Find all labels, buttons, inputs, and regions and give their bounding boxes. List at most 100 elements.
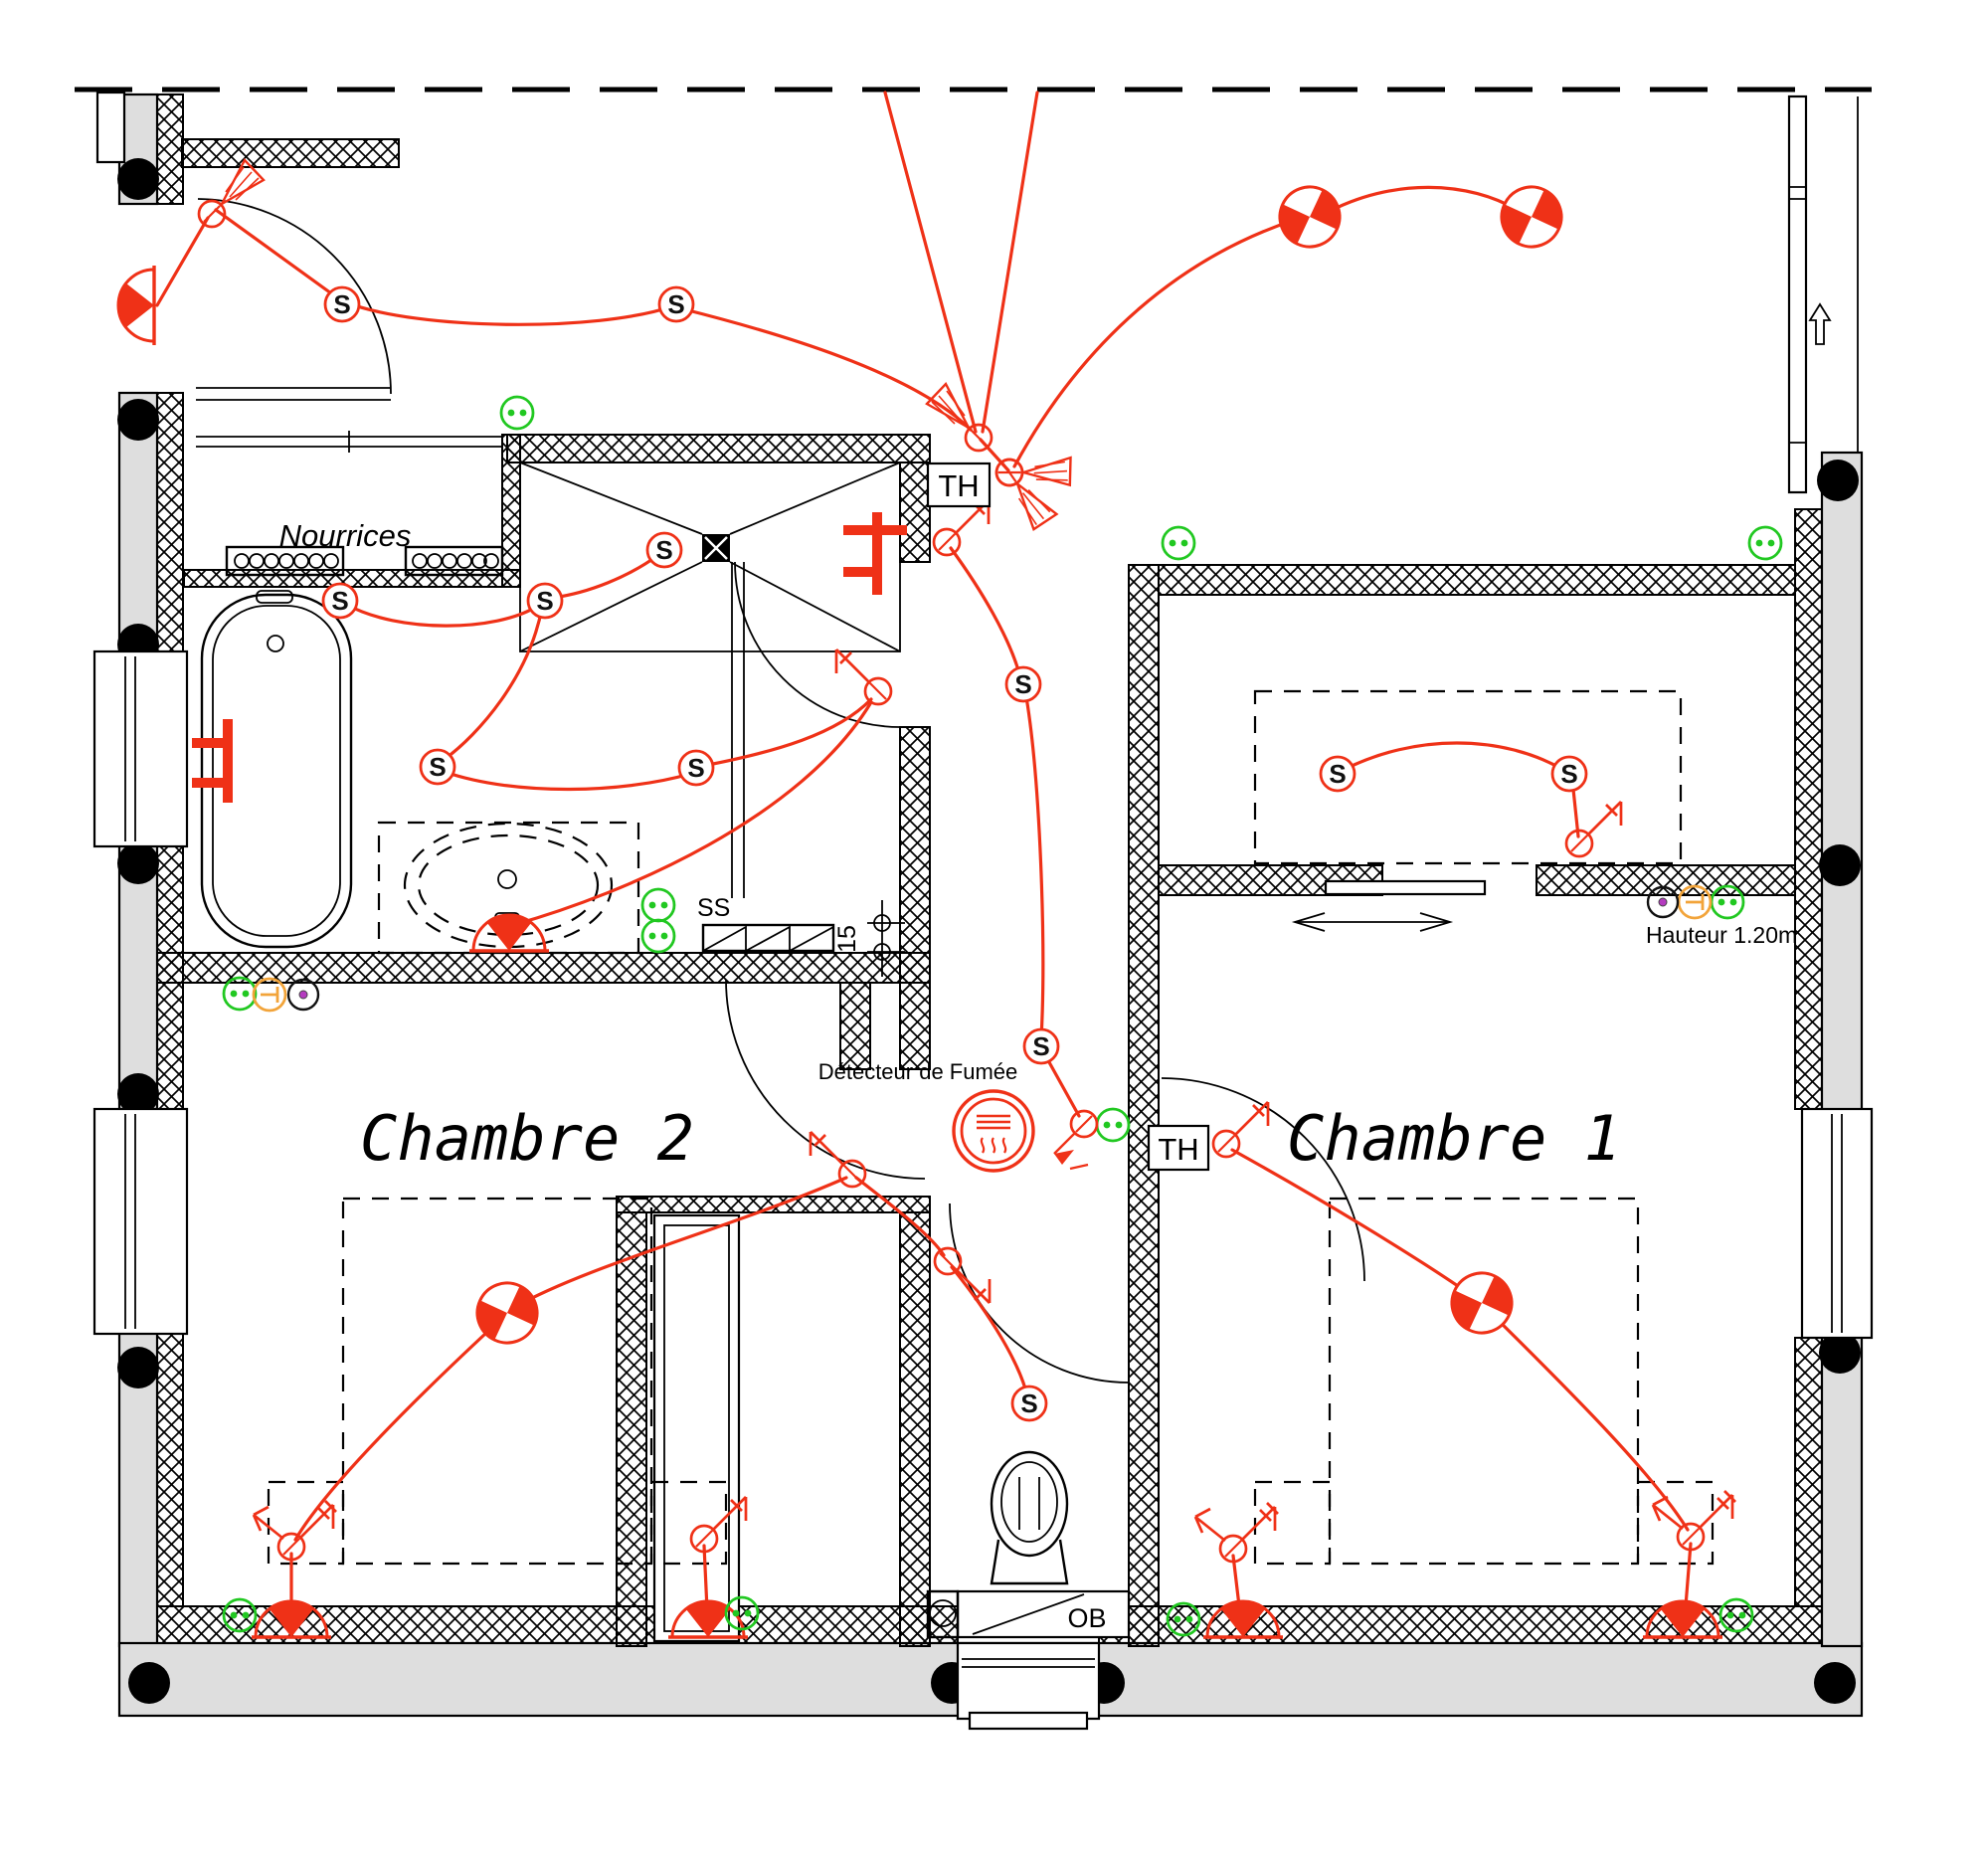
spotlight-symbol: S bbox=[321, 582, 359, 620]
svg-text:S: S bbox=[429, 752, 446, 782]
switch-symbol bbox=[1651, 1490, 1736, 1552]
wire bbox=[155, 216, 210, 307]
wire bbox=[511, 700, 873, 927]
wall-light-symbol bbox=[116, 266, 156, 345]
power-outlet-symbol bbox=[1095, 1107, 1131, 1143]
switch-symbol bbox=[1211, 1101, 1270, 1159]
closet-sliding-door bbox=[1291, 879, 1487, 932]
wire bbox=[981, 91, 1039, 434]
furniture-dashed bbox=[267, 689, 1715, 1566]
switch-symbol bbox=[252, 1500, 337, 1562]
svg-text:S: S bbox=[536, 586, 553, 616]
switch-symbol bbox=[1564, 801, 1623, 858]
wire bbox=[345, 603, 540, 628]
wall-light-symbol bbox=[1203, 1599, 1283, 1639]
tv-outlet-symbol bbox=[1646, 885, 1680, 919]
spotlight-symbol: S bbox=[657, 285, 695, 323]
svg-text:S: S bbox=[1329, 759, 1346, 789]
power-outlet-symbol bbox=[499, 395, 535, 431]
wire bbox=[513, 1176, 848, 1309]
label-ob: OB bbox=[1067, 1603, 1106, 1633]
ceiling-light-symbol bbox=[1500, 185, 1563, 249]
radiator-shower-wall bbox=[843, 512, 907, 595]
label-chambre1: Chambre 1 bbox=[1287, 1102, 1621, 1175]
spotlight-symbol: S bbox=[419, 748, 456, 786]
wire bbox=[678, 306, 973, 432]
label-chambre2: Chambre 2 bbox=[360, 1102, 694, 1175]
wire bbox=[293, 1318, 502, 1542]
switch-symbol bbox=[1053, 1109, 1099, 1171]
wire bbox=[214, 208, 340, 300]
wire bbox=[1023, 689, 1045, 1040]
svg-text:S: S bbox=[1014, 669, 1031, 699]
spotlight-symbol: S bbox=[323, 285, 361, 323]
arrow-up-icon bbox=[1808, 302, 1832, 345]
spotlight-symbol: S bbox=[1022, 1027, 1060, 1065]
svg-text:S: S bbox=[1032, 1031, 1049, 1061]
power-outlet-symbol bbox=[640, 887, 676, 923]
window-chambre2 bbox=[92, 1107, 189, 1336]
switch-symbol bbox=[689, 1496, 748, 1554]
switch-symbol bbox=[994, 458, 1059, 531]
wire bbox=[1323, 185, 1521, 216]
phone-outlet-symbol bbox=[252, 977, 287, 1013]
power-outlet-symbol bbox=[1166, 1601, 1201, 1637]
wire bbox=[1012, 218, 1297, 468]
window-chambre1 bbox=[1800, 1107, 1874, 1340]
power-outlet-symbol bbox=[1161, 525, 1196, 561]
radiator-ss bbox=[701, 900, 905, 977]
switch-symbol bbox=[834, 648, 893, 706]
switch-symbol bbox=[932, 499, 991, 557]
switch-symbol bbox=[1193, 1502, 1279, 1564]
switch-symbol bbox=[994, 456, 1072, 487]
label-nourrices: Nourrices bbox=[279, 518, 412, 553]
svg-text:S: S bbox=[333, 289, 350, 319]
label-smoke-detector: Détecteur de Fumée bbox=[818, 1059, 1018, 1084]
bathtub bbox=[200, 590, 353, 949]
switch-symbol bbox=[809, 1131, 867, 1189]
power-outlet-symbol bbox=[1747, 525, 1783, 561]
spotlight-symbol: S bbox=[1010, 1385, 1048, 1422]
hall-door-arc bbox=[725, 979, 926, 1180]
thermostat-2: TH bbox=[1147, 1124, 1210, 1172]
label-dim-15: 15 bbox=[833, 925, 861, 953]
windows-and-doors bbox=[92, 94, 1874, 1731]
shower bbox=[519, 462, 901, 652]
power-outlet-symbol bbox=[222, 1597, 258, 1633]
sliding-door-right bbox=[1787, 94, 1859, 494]
ceiling-light-symbol bbox=[1450, 1271, 1514, 1335]
ceiling-light-symbol bbox=[475, 1281, 539, 1345]
nourrices-closet bbox=[196, 431, 504, 577]
spotlight-symbol: S bbox=[1319, 755, 1356, 793]
smoke-detector-symbol bbox=[952, 1089, 1035, 1173]
wire bbox=[1342, 741, 1565, 772]
entry-door bbox=[196, 198, 392, 401]
wire bbox=[950, 1265, 1029, 1398]
wire bbox=[1486, 1308, 1690, 1532]
wire bbox=[854, 1176, 946, 1257]
label-ss: SS bbox=[697, 894, 730, 922]
toilet bbox=[990, 1450, 1069, 1585]
wiring-layer bbox=[155, 91, 1693, 1633]
label-hauteur: Hauteur 1.20m bbox=[1646, 922, 1797, 948]
wire bbox=[949, 546, 1022, 679]
window-bathroom bbox=[92, 649, 189, 848]
spotlight-symbol: S bbox=[526, 582, 564, 620]
chambre1-door-arc bbox=[1161, 1077, 1365, 1282]
wire bbox=[1230, 1148, 1476, 1299]
window-bottom bbox=[956, 1641, 1101, 1731]
spotlight-symbol: S bbox=[645, 531, 683, 569]
power-outlet-symbol bbox=[222, 976, 258, 1012]
svg-text:S: S bbox=[687, 753, 704, 783]
svg-text:S: S bbox=[1560, 759, 1577, 789]
ceiling-light-symbol bbox=[1278, 185, 1342, 249]
ob-vent bbox=[926, 1589, 1131, 1639]
spotlight-symbol: S bbox=[1004, 665, 1042, 703]
wire bbox=[551, 553, 660, 600]
switch-symbol bbox=[933, 1246, 992, 1304]
power-outlet-symbol bbox=[1718, 1597, 1754, 1633]
svg-text:S: S bbox=[1020, 1388, 1037, 1418]
